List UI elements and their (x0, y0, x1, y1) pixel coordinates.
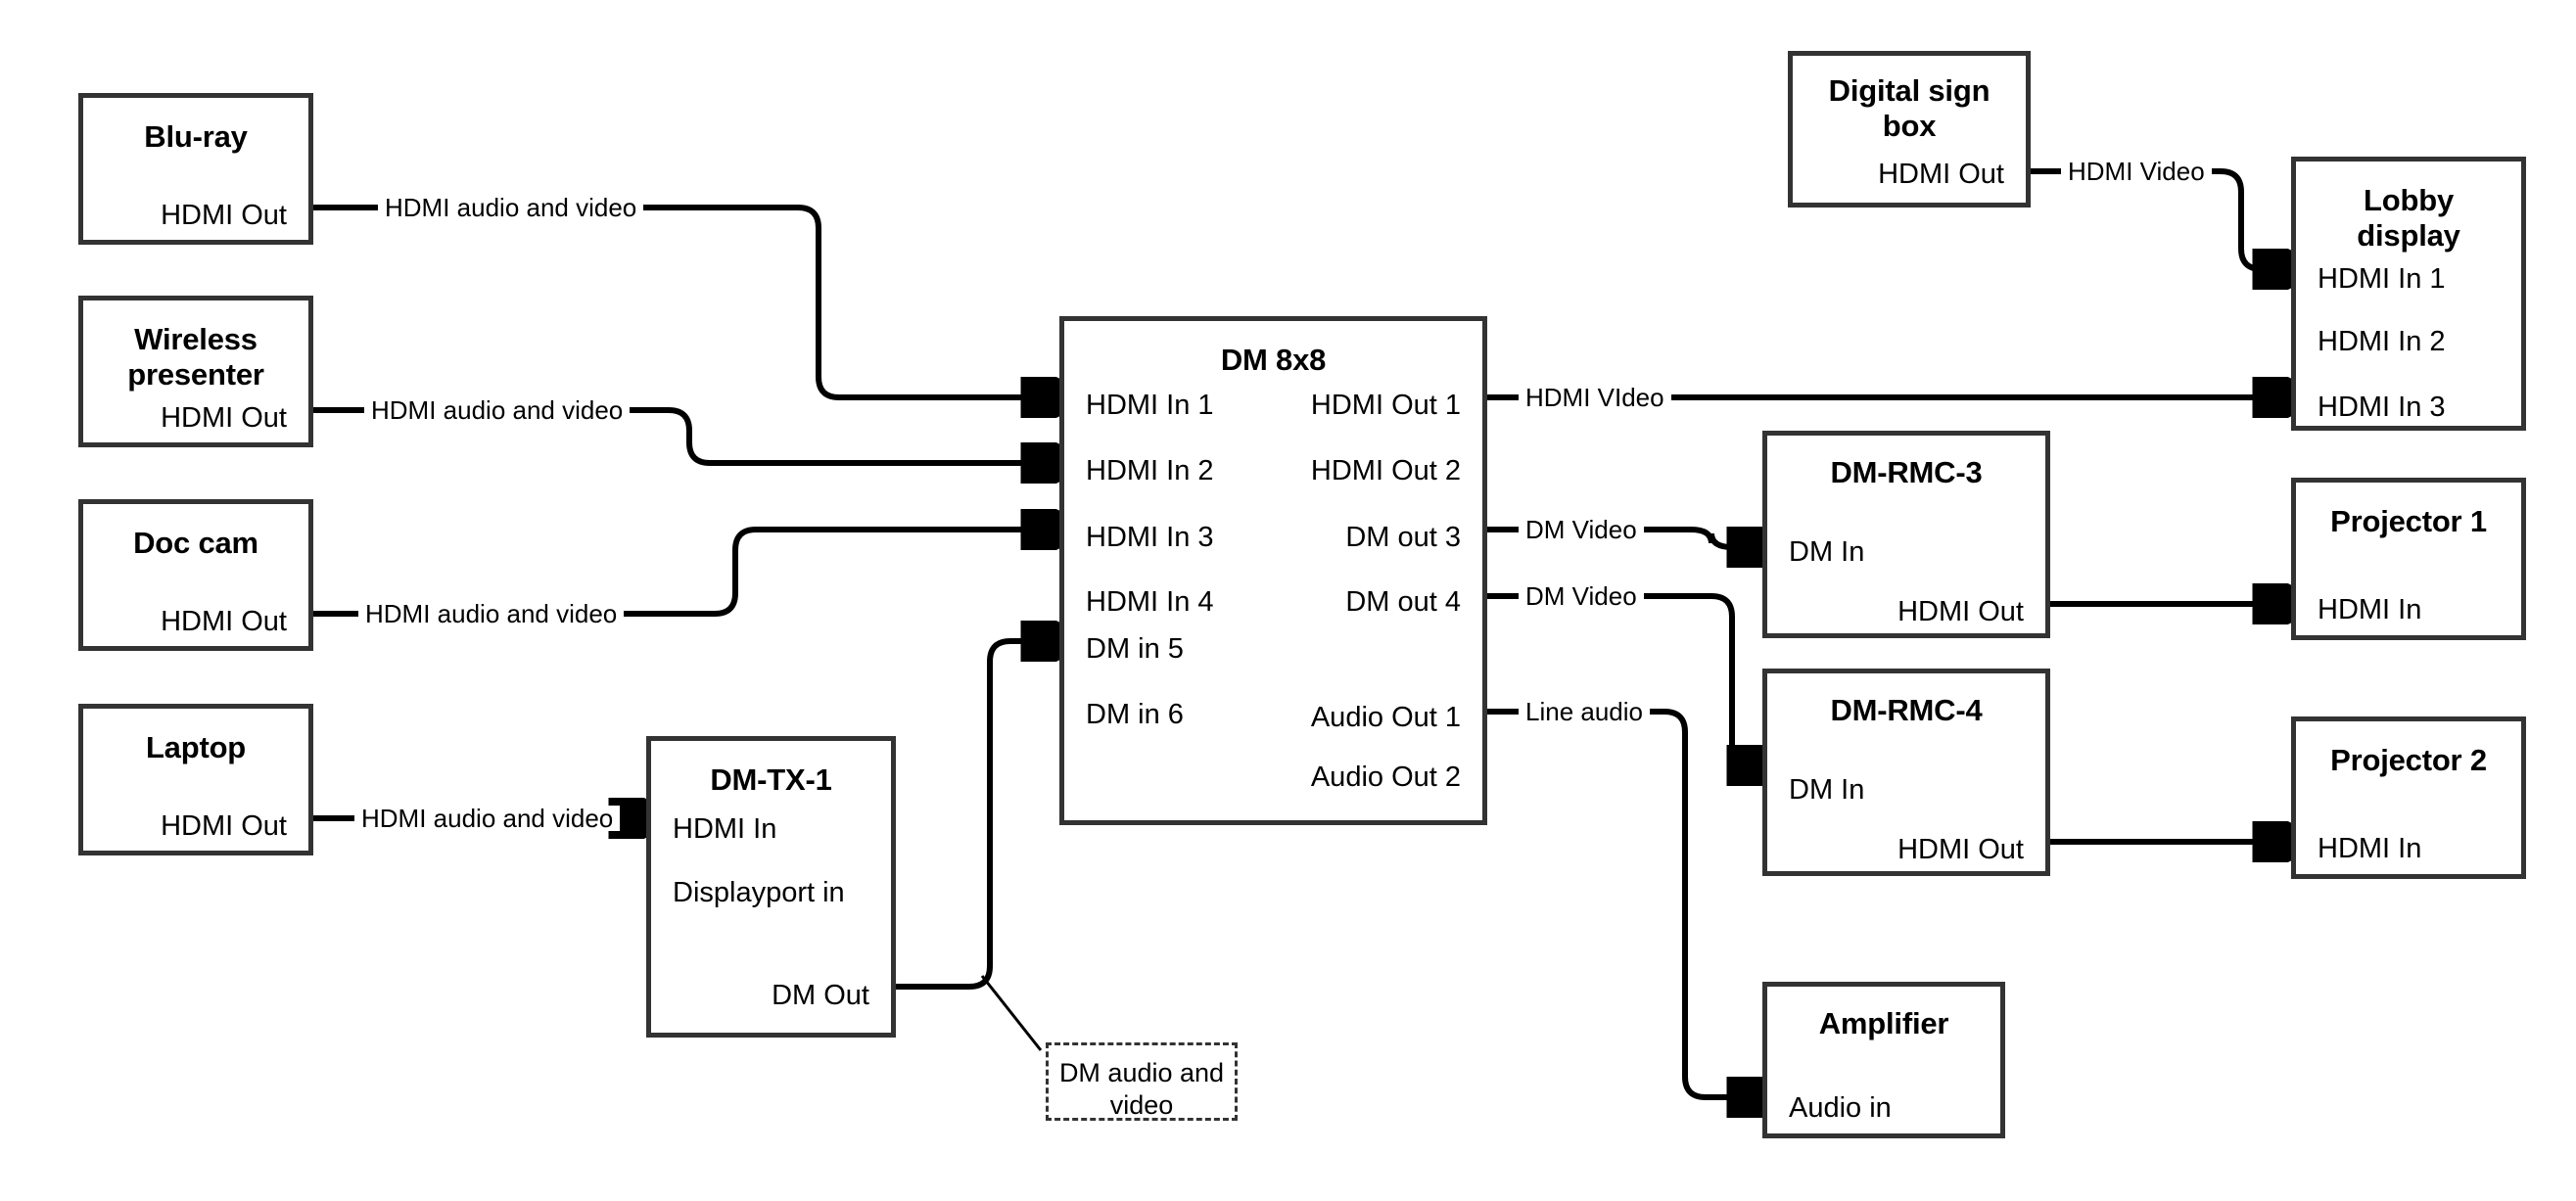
device-lobby-display[interactable]: Lobby display HDMI In 1 HDMI In 2 HDMI I… (2291, 157, 2526, 431)
device-dm-8x8-input-dm-in-5: DM in 5 (1086, 633, 1184, 665)
wire-audio1-to-amp (1487, 709, 1759, 1097)
device-bluray[interactable]: Blu-ray HDMI Out (78, 93, 313, 245)
device-lobby-display-input-hdmi-in-3: HDMI In 3 (2318, 392, 2446, 423)
callout-dm-audio-and-video: DM audio and video (1046, 1042, 1238, 1121)
device-dm-tx-1-port-displayport-in: Displayport in (673, 877, 845, 908)
wire-label-audio1-to-amp: Line audio (1519, 699, 1650, 724)
wire-sign-to-lobby1 (2028, 168, 2285, 269)
device-projector-2-title: Projector 2 (2330, 743, 2487, 777)
device-lobby-display-input-hdmi-in-2: HDMI In 2 (2318, 326, 2446, 357)
device-dm-rmc-3-title: DM-RMC-3 (1830, 455, 1983, 489)
wire-label-doccam-to-in3: HDMI audio and video (358, 601, 625, 626)
device-bluray-title: Blu-ray (144, 119, 248, 154)
device-dm-8x8-input-dm-in-6: DM in 6 (1086, 699, 1184, 730)
wire-label-wireless-to-in2: HDMI audio and video (364, 397, 631, 423)
wire-label-bluray-to-in1: HDMI audio and video (378, 195, 644, 220)
wire-tx-to-in5 (896, 641, 1054, 990)
device-doc-cam-title: Doc cam (133, 526, 258, 560)
device-dm-8x8-output-hdmi-out-1: HDMI Out 1 (1310, 390, 1461, 421)
device-projector-1-port-hdmi-in: HDMI In (2318, 594, 2422, 625)
device-amplifier-title: Amplifier (1818, 1006, 1949, 1040)
wire-callout-leader (980, 975, 1043, 1051)
wire-label-out4-to-rmc4: DM Video (1519, 583, 1644, 609)
wire-wireless-to-in2 (313, 407, 1054, 463)
device-digital-sign-box[interactable]: Digital sign box HDMI Out (1788, 51, 2031, 208)
device-digital-sign-box-port-hdmi-out: HDMI Out (1878, 159, 2004, 190)
wire-label-laptop-to-tx: HDMI audio and video (354, 806, 621, 831)
device-amplifier[interactable]: Amplifier Audio in (1762, 982, 2005, 1138)
device-projector-2[interactable]: Projector 2 HDMI In (2291, 716, 2526, 879)
device-dm-tx-1[interactable]: DM-TX-1 HDMI In Displayport in DM Out (646, 736, 896, 1038)
device-dm-8x8-input-hdmi-in-3: HDMI In 3 (1086, 522, 1214, 553)
device-dm-8x8-output-audio-out-2: Audio Out 2 (1310, 762, 1461, 793)
device-laptop-title: Laptop (145, 730, 247, 764)
device-wireless-presenter[interactable]: Wireless presenter HDMI Out (78, 296, 313, 447)
device-amplifier-port-audio-in: Audio in (1789, 1092, 1892, 1124)
device-dm-8x8-output-dm-out-3: DM out 3 (1345, 522, 1461, 553)
device-lobby-display-title: Lobby display (2357, 183, 2460, 253)
device-dm-8x8[interactable]: DM 8x8 HDMI In 1 HDMI In 2 HDMI In 3 HDM… (1059, 316, 1487, 825)
device-doc-cam-port-hdmi-out: HDMI Out (161, 606, 287, 637)
device-dm-tx-1-port-dm-out: DM Out (772, 980, 869, 1011)
device-dm-8x8-input-hdmi-in-2: HDMI In 2 (1086, 455, 1214, 486)
device-dm-8x8-output-audio-out-1: Audio Out 1 (1310, 702, 1461, 733)
device-projector-1[interactable]: Projector 1 HDMI In (2291, 478, 2526, 640)
device-dm-rmc-3-port-dm-in: DM In (1789, 536, 1865, 568)
device-dm-8x8-title: DM 8x8 (1220, 343, 1327, 377)
device-dm-8x8-output-hdmi-out-2: HDMI Out 2 (1310, 455, 1461, 486)
wire-label-out1-to-lobby3: HDMI VIdeo (1519, 385, 1671, 410)
device-dm-tx-1-title: DM-TX-1 (710, 762, 832, 797)
wire-label-out3-to-rmc3: DM Video (1519, 517, 1644, 542)
wire-out3-to-rmc3 (1487, 527, 1759, 547)
wire-doccam-to-in3 (313, 530, 1054, 617)
wire-bluray-to-in1 (313, 205, 1054, 397)
device-digital-sign-box-title: Digital sign box (1828, 73, 1991, 143)
device-lobby-display-input-hdmi-in-1: HDMI In 1 (2318, 263, 2446, 295)
device-dm-rmc-4-port-dm-in: DM In (1789, 774, 1865, 806)
wire-out4-to-rmc4 (1487, 593, 1759, 765)
device-laptop-port-hdmi-out: HDMI Out (161, 810, 287, 842)
wire-label-sign-to-lobby1: HDMI Video (2061, 159, 2212, 184)
device-wireless-presenter-port-hdmi-out: HDMI Out (161, 402, 287, 434)
device-dm-tx-1-port-hdmi-in: HDMI In (673, 813, 777, 845)
device-wireless-presenter-title: Wireless presenter (127, 322, 264, 392)
device-dm-rmc-4-port-hdmi-out: HDMI Out (1897, 834, 2024, 865)
device-dm-rmc-4-title: DM-RMC-4 (1830, 693, 1983, 727)
device-dm-rmc-3[interactable]: DM-RMC-3 DM In HDMI Out (1762, 431, 2050, 638)
device-dm-rmc-4[interactable]: DM-RMC-4 DM In HDMI Out (1762, 669, 2050, 876)
device-dm-8x8-input-hdmi-in-4: HDMI In 4 (1086, 586, 1214, 618)
device-dm-rmc-3-port-hdmi-out: HDMI Out (1897, 596, 2024, 627)
device-bluray-port-hdmi-out: HDMI Out (161, 200, 287, 231)
device-dm-8x8-input-hdmi-in-1: HDMI In 1 (1086, 390, 1214, 421)
device-doc-cam[interactable]: Doc cam HDMI Out (78, 499, 313, 651)
device-projector-2-port-hdmi-in: HDMI In (2318, 833, 2422, 864)
device-laptop[interactable]: Laptop HDMI Out (78, 704, 313, 855)
device-projector-1-title: Projector 1 (2330, 504, 2487, 538)
device-dm-8x8-output-dm-out-4: DM out 4 (1345, 586, 1461, 618)
